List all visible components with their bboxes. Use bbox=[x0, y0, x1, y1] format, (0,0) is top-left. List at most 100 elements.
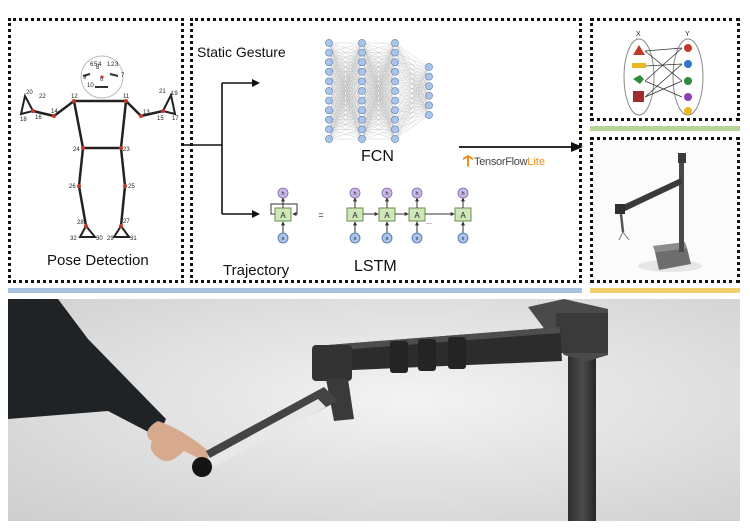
fcn-node bbox=[391, 115, 399, 124]
fcn-edge bbox=[328, 42, 363, 82]
fcn-edge bbox=[394, 42, 430, 68]
hidden-label: h bbox=[461, 191, 464, 197]
keypoint-label: 27 bbox=[123, 219, 130, 225]
fcn-node bbox=[325, 77, 333, 86]
fcn-node bbox=[391, 96, 399, 105]
fcn-edge bbox=[328, 62, 363, 140]
tensorflow-logo-icon bbox=[463, 155, 473, 167]
fcn-node bbox=[391, 106, 399, 115]
fcn-node bbox=[391, 125, 399, 134]
fcn-edge bbox=[361, 42, 396, 72]
keypoint-label: 30 bbox=[96, 236, 103, 242]
fcn-edge bbox=[328, 129, 363, 140]
fcn-edge bbox=[361, 81, 396, 140]
input-node bbox=[381, 232, 393, 244]
fcn-edge bbox=[394, 105, 430, 140]
fcn-edge bbox=[328, 42, 363, 72]
pipeline-bar bbox=[8, 288, 582, 293]
fcn-edge bbox=[361, 52, 396, 140]
keypoint-label: 24 bbox=[73, 147, 80, 153]
keypoint-label: 21 bbox=[159, 89, 166, 95]
input-label: x bbox=[416, 236, 419, 242]
fcn-node bbox=[358, 135, 366, 143]
fcn-edge bbox=[361, 42, 396, 101]
fcn-node bbox=[358, 58, 366, 67]
keypoint-label: 26 bbox=[69, 184, 76, 190]
hidden-label: h bbox=[353, 191, 356, 197]
keypoint-label: 9 bbox=[83, 75, 87, 81]
keypoint-label: 18 bbox=[20, 117, 27, 123]
fcn-edge bbox=[394, 76, 430, 140]
fcn-node bbox=[425, 82, 433, 91]
fcn-node bbox=[358, 106, 366, 115]
fcn-node bbox=[425, 111, 433, 119]
keypoint-dots bbox=[31, 75, 165, 228]
fcn-edge bbox=[361, 42, 396, 130]
fcn-edge bbox=[394, 95, 430, 140]
fcn-label: FCN bbox=[361, 148, 394, 165]
horizontal-arm bbox=[328, 327, 562, 371]
fcn-edge bbox=[361, 119, 396, 140]
fcn-edge bbox=[394, 66, 430, 111]
fcn-edge bbox=[394, 66, 430, 140]
fcn-node bbox=[425, 72, 433, 81]
mapping-lines bbox=[644, 47, 683, 98]
fcn-edge bbox=[361, 42, 396, 140]
equals-sign: = bbox=[318, 210, 323, 220]
cell-label: A bbox=[384, 211, 390, 220]
keypoint-label: 32 bbox=[70, 236, 77, 242]
keypoint-label: 12 bbox=[71, 94, 78, 100]
skeleton-diagram: 8 6 5 4 1 2 3 9 7 10 0 12 11 14 13 20 22… bbox=[19, 55, 179, 242]
keypoint-label: 7 bbox=[121, 73, 125, 79]
keypoint-label: 23 bbox=[123, 147, 130, 153]
fcn-edge bbox=[394, 66, 430, 82]
fcn-edge bbox=[328, 71, 363, 140]
bar-shape bbox=[632, 63, 646, 68]
arm-clamp bbox=[418, 339, 436, 371]
fcn-node bbox=[358, 48, 366, 57]
cell-label: A bbox=[352, 211, 358, 220]
fcn-node bbox=[391, 135, 399, 143]
keypoint-label: 16 bbox=[35, 115, 42, 121]
fcn-node bbox=[358, 39, 366, 47]
sleeve bbox=[8, 299, 166, 437]
keypoint-label: 31 bbox=[130, 236, 137, 242]
fcn-node bbox=[391, 67, 399, 76]
keypoint-label: 15 bbox=[157, 116, 164, 122]
fcn-edge bbox=[328, 42, 363, 140]
y-set-label: Y bbox=[685, 31, 690, 38]
fcn-node bbox=[358, 115, 366, 124]
fcn-edge bbox=[394, 62, 430, 68]
deploy-arrow bbox=[459, 142, 583, 152]
pose-detection-panel: 8 6 5 4 1 2 3 9 7 10 0 12 11 14 13 20 22… bbox=[8, 18, 184, 283]
tflite-suffix: Lite bbox=[527, 156, 545, 168]
fcn-edge bbox=[394, 52, 430, 68]
keypoint-label: 20 bbox=[26, 90, 33, 96]
keypoint-label: 17 bbox=[172, 116, 179, 122]
keypoint-label: 4 bbox=[98, 62, 102, 68]
static-gesture-label: Static Gesture bbox=[197, 44, 286, 60]
fcn-node bbox=[325, 87, 333, 95]
keypoint-label: 14 bbox=[51, 109, 58, 115]
cell-label: A bbox=[414, 211, 420, 220]
trajectory-label: Trajectory bbox=[223, 262, 290, 279]
arm-clamp bbox=[448, 337, 466, 369]
fcn-edge bbox=[328, 110, 363, 140]
fcn-node bbox=[325, 135, 333, 143]
hidden-label: h bbox=[415, 191, 418, 197]
pose-detection-label: Pose Detection bbox=[47, 252, 149, 269]
tensorflow-lite-logo: TensorFlowLite bbox=[463, 152, 545, 168]
fcn-edge bbox=[328, 42, 363, 53]
fcn-edge bbox=[394, 66, 430, 101]
fcn-node bbox=[391, 87, 399, 95]
fcn-edge bbox=[394, 66, 430, 72]
hidden-state-node bbox=[349, 187, 361, 199]
fcn-node bbox=[325, 96, 333, 105]
fcn-node bbox=[325, 106, 333, 115]
input-label: x bbox=[282, 236, 285, 242]
elbow-joint bbox=[312, 345, 352, 381]
fcn-node bbox=[425, 63, 433, 71]
lstm-rolled-cell: A h x bbox=[270, 187, 298, 244]
fcn-edge bbox=[361, 42, 396, 120]
